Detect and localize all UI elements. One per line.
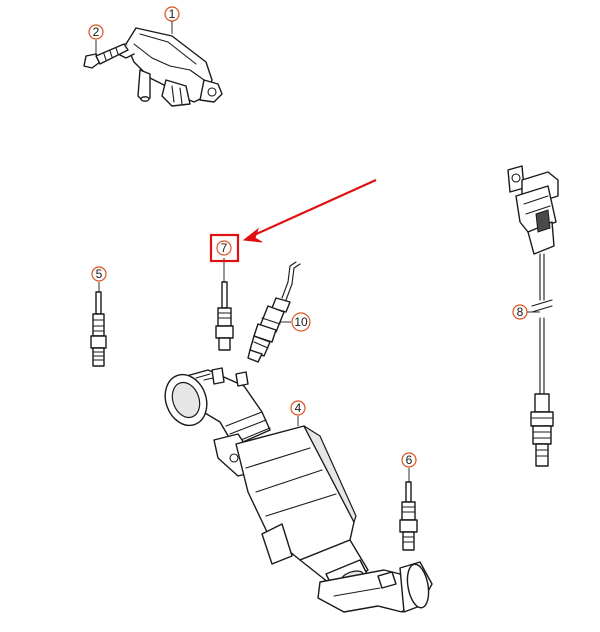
- callout-4: 4: [290, 400, 306, 416]
- lambda-probe-icon: [247, 261, 301, 363]
- callout-7-label: 7: [221, 241, 228, 255]
- callout-6: 6: [401, 452, 417, 468]
- lambda-probe-icon: [507, 165, 559, 467]
- callout-5: 5: [91, 266, 107, 282]
- red-arrow-icon: [242, 178, 377, 243]
- temperature-sender-icon: [399, 481, 418, 551]
- callout-2: 2: [88, 24, 104, 40]
- callout-8: 8: [512, 304, 528, 320]
- callout-2-label: 2: [93, 25, 100, 39]
- callout-6-label: 6: [406, 453, 413, 467]
- callout-7: 7: [216, 240, 232, 256]
- pressure-sensor-icon: [117, 27, 223, 107]
- bolt-icon: [83, 43, 129, 69]
- temperature-sender-icon: [90, 291, 107, 367]
- callout-1-label: 1: [169, 7, 176, 21]
- particulate-filter-icon: [164, 367, 433, 613]
- callout-5-label: 5: [96, 267, 103, 281]
- callout-10-label: 10: [294, 315, 308, 329]
- temperature-sender-icon: [215, 281, 234, 351]
- callout-4-label: 4: [295, 401, 302, 415]
- callout-1: 1: [164, 6, 180, 22]
- callout-10: 10: [291, 312, 311, 332]
- highlight-box: [209, 233, 240, 263]
- callout-8-label: 8: [517, 305, 524, 319]
